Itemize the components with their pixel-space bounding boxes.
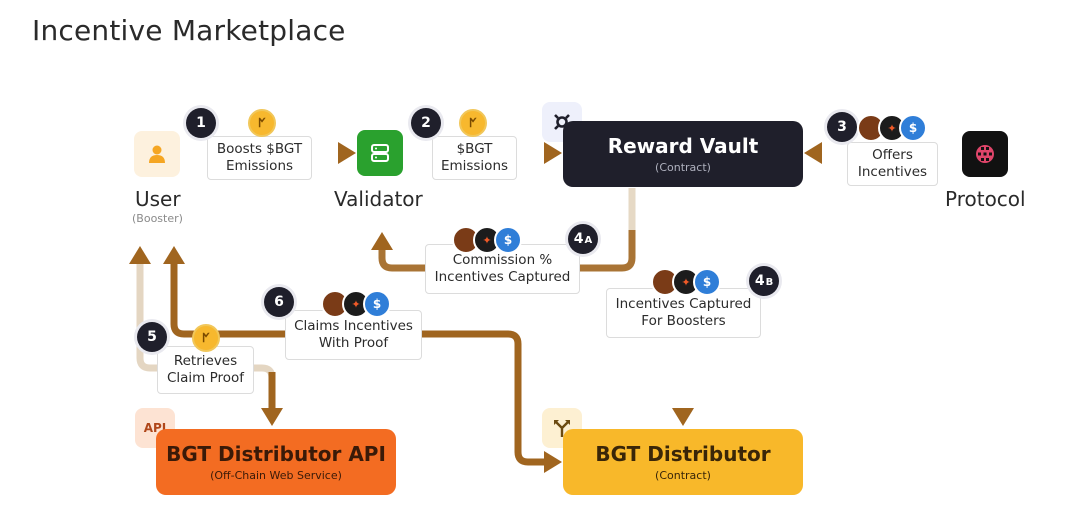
usdc-token-icon: $ xyxy=(363,290,391,318)
user-icon xyxy=(134,131,180,177)
step-3-number: 3 xyxy=(837,119,847,135)
step-3-label: Offers Incentives xyxy=(847,142,938,186)
step-2-badge: 2 xyxy=(411,108,441,138)
validator-label: Validator xyxy=(334,187,423,211)
arrowhead-validator-up xyxy=(371,232,393,250)
blue-glyph: $ xyxy=(908,121,918,135)
arrowhead-api-down xyxy=(261,408,283,426)
step-4b-label: Incentives Captured For Boosters xyxy=(606,288,761,338)
arrowhead-validator xyxy=(338,142,356,164)
step-4a-line-1: Commission % xyxy=(452,252,553,268)
usdc-token-icon: $ xyxy=(899,114,927,142)
step-6-label: Claims Incentives With Proof xyxy=(285,310,422,360)
step-5-line-1: Retrieves xyxy=(173,353,238,369)
step-5-label: Retrieves Claim Proof xyxy=(157,346,254,394)
bgt-distributor-title: BGT Distributor xyxy=(595,442,771,466)
step-6-line-1: Claims Incentives xyxy=(294,318,413,334)
protocol-label: Protocol xyxy=(945,187,1026,211)
bgt-token-icon: ᖼ xyxy=(192,324,220,352)
step-5-badge: 5 xyxy=(137,322,167,352)
bgt-glyph: ᖼ xyxy=(469,115,477,130)
step-4b-line-1: Incentives Captured xyxy=(615,296,752,312)
dark-glyph: ✦ xyxy=(482,233,492,247)
page-title: Incentive Marketplace xyxy=(32,14,346,47)
usdc-token-icon: $ xyxy=(693,268,721,296)
step-1-label: Boosts $BGT Emissions xyxy=(207,136,312,180)
bgt-distributor-sublabel: (Contract) xyxy=(655,469,711,482)
user-sublabel: (Booster) xyxy=(132,212,183,225)
dark-glyph: ✦ xyxy=(681,275,691,289)
dark-glyph: ✦ xyxy=(351,297,361,311)
step-2-number: 2 xyxy=(421,115,431,131)
bgt-distributor-api-box: BGT Distributor API (Off-Chain Web Servi… xyxy=(156,429,396,495)
step-5-number: 5 xyxy=(147,329,157,345)
arrow-distributor-to-user xyxy=(170,262,548,466)
arrowhead-user-up-left xyxy=(129,246,151,264)
step-6-number: 6 xyxy=(274,294,284,310)
step-1-line-1: Boosts $BGT xyxy=(216,141,303,157)
step-1-line-2: Emissions xyxy=(225,158,294,174)
step-2-line-1: $BGT xyxy=(456,141,493,157)
protocol-logo-icon xyxy=(962,131,1008,177)
step-1-badge: 1 xyxy=(186,108,216,138)
step-4b-number: 4 xyxy=(754,273,765,289)
dark-glyph: ✦ xyxy=(887,121,897,135)
bgt-token-icon: ᖼ xyxy=(459,109,487,137)
arrowhead-distributor-down xyxy=(672,408,694,426)
step-4a-number: 4 xyxy=(573,231,584,247)
arrowhead-vault-right xyxy=(804,142,822,164)
step-6-badge: 6 xyxy=(264,287,294,317)
user-label: User xyxy=(135,187,181,211)
usdc-token-icon: $ xyxy=(494,226,522,254)
bgt-token-icon: ᖼ xyxy=(248,109,276,137)
step-3-line-1: Offers xyxy=(872,147,913,163)
arrowhead-distributor-right xyxy=(544,451,562,473)
server-icon xyxy=(357,130,403,176)
bgt-distributor-api-title: BGT Distributor API xyxy=(166,442,386,466)
step-2-label: $BGT Emissions xyxy=(432,136,517,180)
blue-glyph: $ xyxy=(372,297,382,311)
step-3-line-2: Incentives xyxy=(857,164,928,180)
bgt-distributor-box: BGT Distributor (Contract) xyxy=(563,429,803,495)
step-4b-suffix: B xyxy=(765,277,774,288)
bgt-glyph: ᖼ xyxy=(258,115,266,130)
bgt-glyph: ᖼ xyxy=(202,330,210,345)
step-4b-line-2: For Boosters xyxy=(641,313,726,329)
step-3-badge: 3 xyxy=(827,112,857,142)
step-2-line-2: Emissions xyxy=(440,158,509,174)
step-6-line-2: With Proof xyxy=(318,335,389,351)
reward-vault-box: Reward Vault (Contract) xyxy=(563,121,803,187)
blue-glyph: $ xyxy=(503,233,513,247)
arrowhead-user-up-right xyxy=(163,246,185,264)
blue-glyph: $ xyxy=(702,275,712,289)
step-5-line-2: Claim Proof xyxy=(166,370,245,386)
vault-icon xyxy=(542,102,582,142)
reward-vault-title: Reward Vault xyxy=(607,134,759,158)
step-4a-line-2: Incentives Captured xyxy=(434,269,571,285)
step-4a-suffix: A xyxy=(584,235,593,246)
arrowhead-vault xyxy=(544,142,562,164)
bgt-distributor-api-sublabel: (Off-Chain Web Service) xyxy=(210,469,342,482)
step-1-number: 1 xyxy=(196,115,206,131)
reward-vault-sublabel: (Contract) xyxy=(655,161,711,174)
